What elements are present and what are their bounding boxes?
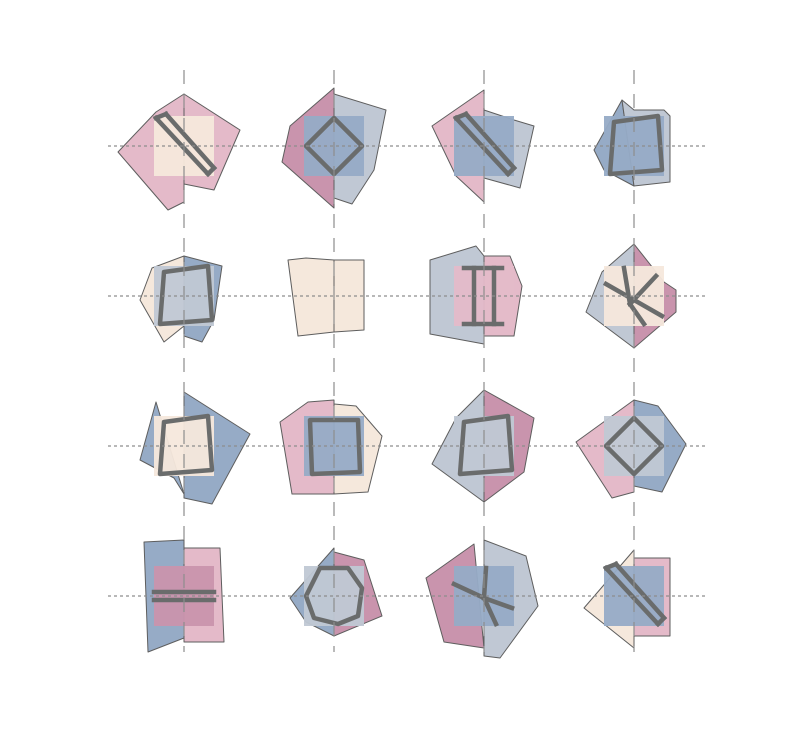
polyhedron-cell-r4c2 <box>289 547 383 637</box>
frame-outline <box>157 413 215 477</box>
polyhedron-cell-r2c1 <box>139 255 223 343</box>
frame-outline <box>607 113 665 177</box>
frame-outline <box>603 415 665 477</box>
frame-outline <box>303 565 365 627</box>
polyhedron-cell-r3c1 <box>139 391 251 505</box>
frame-glyph-4-2 <box>303 565 365 627</box>
frame-glyph-4-3 <box>451 565 515 627</box>
polyhedron-cell-r1c1 <box>117 93 241 211</box>
polyhedron-cell-r4c3 <box>425 539 539 659</box>
frame-outline <box>457 413 515 477</box>
frame-bar <box>612 560 668 622</box>
left-face <box>287 257 335 337</box>
polyhedron-cell-r2c3 <box>429 245 523 345</box>
frame-outline <box>307 417 363 477</box>
frame-bar <box>481 595 515 611</box>
frame-glyph-1-4 <box>607 113 665 177</box>
frame-bar <box>481 565 489 601</box>
frame-glyph-2-1 <box>157 263 215 327</box>
frame-glyph-3-3 <box>457 413 515 477</box>
frame-glyph-3-4 <box>603 415 665 477</box>
polyhedron-cell-r3c2 <box>279 399 383 495</box>
frame-bar <box>654 614 668 628</box>
frame-bar <box>453 111 469 121</box>
frame-glyph-3-1 <box>157 413 215 477</box>
frame-bar <box>621 265 633 307</box>
frame-bar <box>481 595 499 627</box>
frame-bar <box>504 164 518 178</box>
frame-bar <box>462 110 518 172</box>
frame-glyph-3-2 <box>307 417 363 477</box>
frame-bar <box>451 581 487 601</box>
polyhedron-cell-r4c4 <box>583 549 671 649</box>
frame-outline <box>157 263 215 327</box>
polyhedron-cell-r3c4 <box>575 399 687 499</box>
guide-lines <box>108 70 708 652</box>
frame-bar <box>603 561 619 571</box>
polyhedron-cell-r1c4 <box>593 99 671 187</box>
frame-bar <box>162 110 218 172</box>
frame-bar <box>626 300 648 328</box>
frame-bar <box>153 111 169 121</box>
polyhedron-cell-r2c2 <box>287 257 365 337</box>
frame-bar <box>204 164 218 178</box>
